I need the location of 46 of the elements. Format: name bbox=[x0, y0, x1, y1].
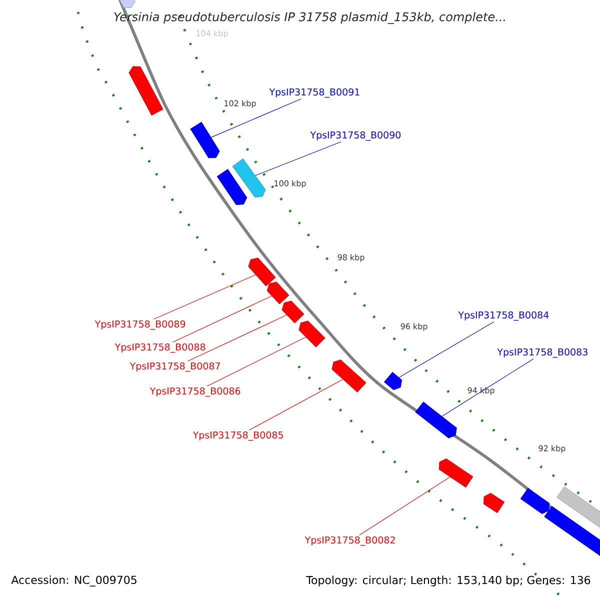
leader-line bbox=[359, 476, 450, 536]
gene-label: YpsIP31758_B0085 bbox=[192, 431, 283, 441]
gene-label: YpsIP31758_B0086 bbox=[150, 387, 240, 397]
gene-label: YpsIP31758_B0090 bbox=[310, 131, 401, 141]
gene-block bbox=[298, 320, 326, 348]
gene-block bbox=[483, 492, 505, 514]
scale-label: 100 kbp bbox=[274, 180, 306, 188]
gene-block bbox=[190, 122, 220, 158]
gene-block bbox=[556, 486, 600, 528]
gene-block bbox=[438, 458, 474, 488]
gene-block bbox=[266, 282, 290, 304]
scale-label: 92 kbp bbox=[538, 445, 566, 453]
leader-line bbox=[206, 336, 306, 386]
gene-label: YpsIP31758_B0091 bbox=[269, 88, 360, 98]
gene-block bbox=[232, 158, 266, 198]
leader-line bbox=[398, 322, 494, 378]
gene-block bbox=[248, 258, 276, 286]
footer-text: Topology: circular; Length: 153,140 bp; Genes: 136 bbox=[306, 576, 590, 586]
gene-label: YpsIP31758_B0082 bbox=[304, 536, 395, 546]
leader-line bbox=[172, 296, 272, 342]
gene-label: YpsIP31758_B0088 bbox=[114, 343, 206, 353]
scale-label: 98 kbp bbox=[338, 254, 364, 262]
scale-label: 104 kbp bbox=[196, 30, 228, 38]
gene-label: YpsIP31758_B0083 bbox=[497, 348, 588, 358]
scale-label: 102 kbp bbox=[224, 100, 256, 108]
gene-block bbox=[332, 360, 366, 392]
gene-block bbox=[415, 402, 457, 438]
leader-line bbox=[248, 379, 344, 430]
leader-line bbox=[188, 314, 287, 362]
leader-line bbox=[153, 274, 256, 320]
gene-block bbox=[544, 506, 600, 556]
gene-label: YpsIP31758_B0087 bbox=[130, 362, 220, 372]
gene-block bbox=[520, 488, 550, 514]
gene-block bbox=[384, 372, 402, 390]
gene-label: YpsIP31758_B0089 bbox=[94, 320, 186, 330]
scale-label: 94 kbp bbox=[468, 387, 494, 395]
gene-block bbox=[216, 168, 248, 206]
gene-block bbox=[118, 0, 136, 8]
gene-block bbox=[282, 300, 304, 324]
gene-block bbox=[128, 66, 164, 116]
leader-line bbox=[255, 142, 342, 176]
leader-line bbox=[442, 358, 534, 417]
leader-line bbox=[210, 98, 302, 138]
scale-label: 96 kbp bbox=[400, 323, 428, 331]
gene-label: YpsIP31758_B0084 bbox=[458, 311, 549, 321]
footer-text: Accession: NC_009705 bbox=[11, 576, 136, 586]
